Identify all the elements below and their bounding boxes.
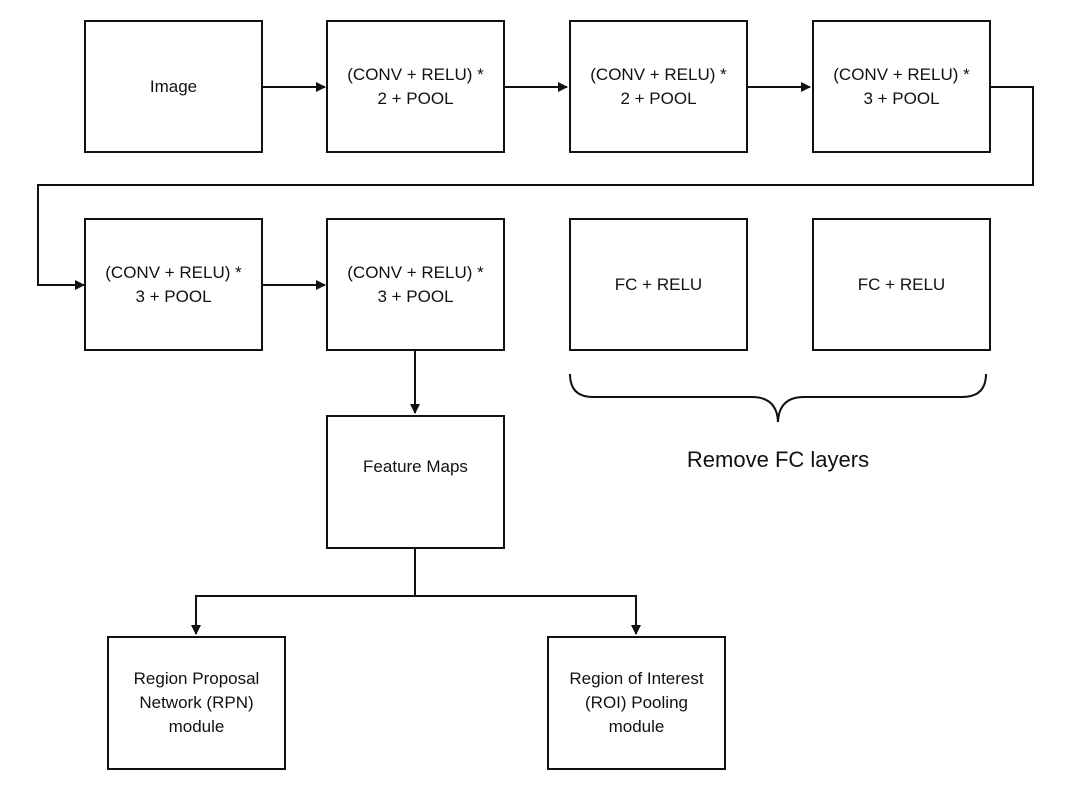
conv-block-1-label: (CONV + RELU) * 2 + POOL [347,64,484,108]
rpn-module-node: Region Proposal Network (RPN) module [107,636,286,770]
fc-relu-node-1: FC + RELU [569,218,748,351]
edge-feature-maps-to-roi [415,595,641,635]
edge-conv3-to-conv4 [37,86,1034,290]
roi-module-label: Region of Interest (ROI) Pooling module [569,669,704,736]
conv-block-2-node: (CONV + RELU) * 2 + POOL [569,20,748,153]
conv-block-5-label: (CONV + RELU) * 3 + POOL [347,262,484,306]
conv-block-3-label: (CONV + RELU) * 3 + POOL [833,64,970,108]
remove-fc-caption: Remove FC layers [686,447,870,472]
roi-module-node: Region of Interest (ROI) Pooling module [547,636,726,770]
feature-maps-node: Feature Maps [326,415,505,549]
image-node: Image [84,20,263,153]
remove-fc-brace [569,373,987,423]
fc-relu-node-2: FC + RELU [812,218,991,351]
conv-block-5-node: (CONV + RELU) * 3 + POOL [326,218,505,351]
edge-feature-maps-to-rpn [191,549,416,635]
fc-relu-2-label: FC + RELU [857,274,946,294]
conv-block-4-node: (CONV + RELU) * 3 + POOL [84,218,263,351]
image-node-label: Image [149,76,198,96]
conv-block-4-label: (CONV + RELU) * 3 + POOL [105,262,242,306]
conv-block-1-node: (CONV + RELU) * 2 + POOL [326,20,505,153]
feature-maps-label: Feature Maps [363,457,468,476]
fc-relu-1-label: FC + RELU [614,274,703,294]
conv-block-2-label: (CONV + RELU) * 2 + POOL [590,64,727,108]
rpn-module-label: Region Proposal Network (RPN) module [133,669,260,736]
conv-block-3-node: (CONV + RELU) * 3 + POOL [812,20,991,153]
